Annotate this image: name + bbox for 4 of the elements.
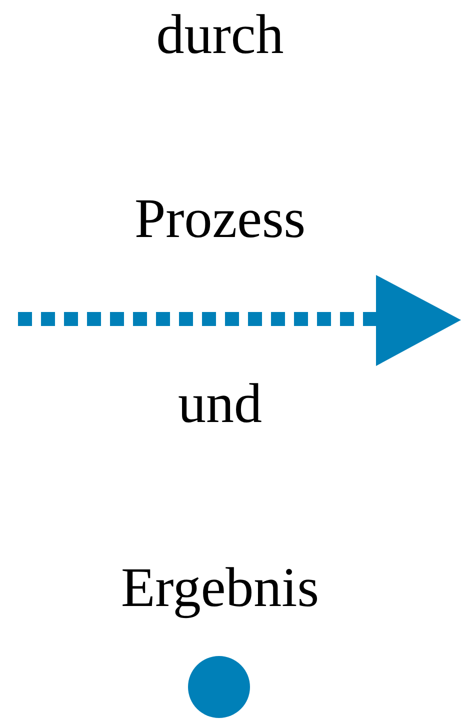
word-label: Ergebnis <box>120 556 320 621</box>
word-label: Prozess <box>134 187 306 252</box>
word-label: durch <box>156 3 284 68</box>
word-label: und <box>178 372 262 437</box>
